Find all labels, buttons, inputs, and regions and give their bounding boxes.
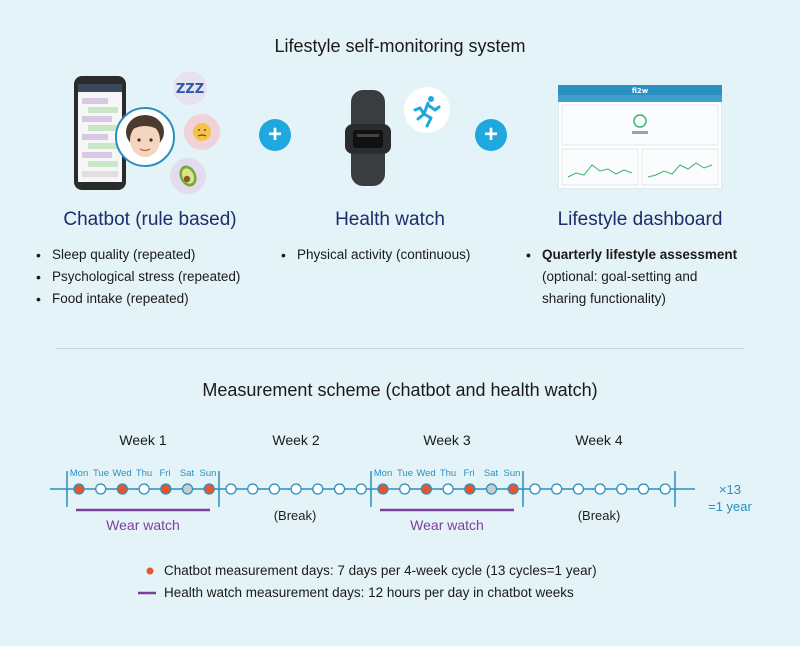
chatbot-day-dot xyxy=(116,483,129,495)
dashboard-screen-icon: fi2w xyxy=(558,85,722,189)
cycles-label: ×13 =1 year xyxy=(700,481,760,515)
break-label: (Break) xyxy=(577,508,621,523)
chatbot-day-dot xyxy=(73,483,85,495)
day-label: Thu xyxy=(439,468,457,479)
day-label: Fri xyxy=(159,468,171,479)
section-divider xyxy=(55,348,745,349)
legend-markers xyxy=(138,567,156,595)
wear-watch-label: Wear watch xyxy=(410,517,484,533)
day-dot xyxy=(355,483,367,495)
chatbot-day-dot xyxy=(420,483,433,495)
legend-chatbot-text: Chatbot measurement days: 7 days per 4-w… xyxy=(164,563,597,578)
day-dot xyxy=(572,483,585,495)
week-label: Week 2 xyxy=(272,432,320,448)
week-label: Week 1 xyxy=(119,432,167,448)
dashboard-illustration: fi2w xyxy=(558,85,722,189)
cycles-multiplier: ×13 xyxy=(718,482,742,497)
plus-icon: + xyxy=(475,119,507,151)
day-label: Mon xyxy=(69,468,89,479)
day-label: Fri xyxy=(463,468,475,479)
day-label: Sat xyxy=(483,468,499,479)
dashboard-bullets: Quarterly lifestyle assessment (optional… xyxy=(524,244,774,310)
plus-icon: + xyxy=(259,119,291,151)
health-watch-bullets: Physical activity (continuous) xyxy=(279,244,470,266)
bullet-item: Sleep quality (repeated) xyxy=(34,244,240,266)
legend-chatbot-dot xyxy=(146,567,154,575)
day-dot xyxy=(95,483,107,495)
chatbot-day-dot xyxy=(203,483,215,495)
chatbot-day-dot xyxy=(160,483,172,495)
health-watch-heading: Health watch xyxy=(335,209,445,230)
stress-face-icon xyxy=(184,114,220,150)
chatbot-heading: Chatbot (rule based) xyxy=(63,209,237,230)
day-dot xyxy=(551,483,563,495)
day-dot xyxy=(312,483,324,495)
measurement-timeline xyxy=(50,471,695,512)
day-label: Sun xyxy=(503,468,521,479)
sleep-icon: ZZZ xyxy=(173,72,207,105)
bullet-item: Physical activity (continuous) xyxy=(279,244,470,266)
day-dot xyxy=(268,483,281,495)
bullet-item: Psychological stress (repeated) xyxy=(34,266,240,288)
dashboard-note-line: (optional: goal-setting and xyxy=(542,269,698,284)
break-label: (Break) xyxy=(273,508,317,523)
day-dot xyxy=(225,483,237,495)
legend-watch-text: Health watch measurement days: 12 hours … xyxy=(164,585,574,600)
day-dot xyxy=(247,483,259,495)
day-dot xyxy=(138,483,150,495)
bullet-item: Food intake (repeated) xyxy=(34,288,240,310)
avatar-icon xyxy=(115,107,175,167)
day-dot xyxy=(290,483,302,495)
dashboard-note-line: sharing functionality) xyxy=(542,291,666,306)
day-dot xyxy=(333,483,346,495)
week-label: Week 4 xyxy=(575,432,623,448)
watch-icon xyxy=(345,90,391,186)
day-label: Sat xyxy=(179,468,195,479)
day-label: Tue xyxy=(92,468,110,479)
day-dot xyxy=(594,483,606,495)
svg-text:ZZZ: ZZZ xyxy=(176,82,204,97)
day-dot xyxy=(616,483,628,495)
chatbot-day-dot xyxy=(507,483,519,495)
day-label: Mon xyxy=(373,468,393,479)
avocado-icon xyxy=(170,158,206,194)
dashboard-heading: Lifestyle dashboard xyxy=(557,209,723,230)
saturday-day-dot xyxy=(485,483,498,495)
day-label: Thu xyxy=(135,468,153,479)
health-watch-illustration xyxy=(345,87,450,186)
chatbot-day-dot xyxy=(377,483,389,495)
svg-text:fi2w: fi2w xyxy=(632,87,649,95)
running-icon xyxy=(404,87,450,133)
day-dot xyxy=(659,483,671,495)
day-dot xyxy=(529,483,541,495)
day-label: Sun xyxy=(199,468,217,479)
chatbot-illustration: ZZZ xyxy=(74,72,220,194)
day-label: Wed xyxy=(112,468,132,479)
bullet-item: Quarterly lifestyle assessment xyxy=(524,244,774,266)
week-label: Week 3 xyxy=(423,432,471,448)
cycles-year: =1 year xyxy=(708,499,752,514)
day-label: Tue xyxy=(396,468,414,479)
phone-icon xyxy=(74,76,126,190)
scheme-title: Measurement scheme (chatbot and health w… xyxy=(202,380,598,400)
day-dot xyxy=(442,483,454,495)
day-dot xyxy=(637,483,650,495)
day-label: Wed xyxy=(416,468,436,479)
saturday-day-dot xyxy=(181,483,194,495)
chatbot-day-dot xyxy=(464,483,476,495)
chatbot-bullets: Sleep quality (repeated) Psychological s… xyxy=(34,244,240,310)
wear-watch-label: Wear watch xyxy=(106,517,180,533)
page-title: Lifestyle self-monitoring system xyxy=(274,36,526,56)
day-dot xyxy=(399,483,411,495)
